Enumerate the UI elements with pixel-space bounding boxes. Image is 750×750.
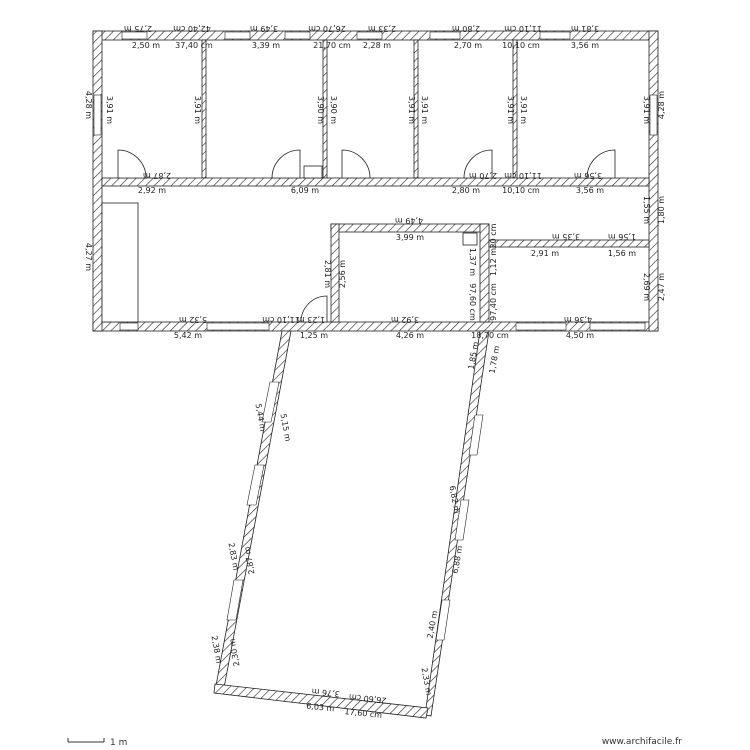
dim-label: 1,12 m xyxy=(489,248,498,276)
dim-label: 17,60 cm xyxy=(344,707,383,720)
dim-label: 21,70 cm xyxy=(313,41,351,50)
dim-label: 3,91 m xyxy=(519,96,528,124)
annex-walls xyxy=(213,330,490,719)
windows xyxy=(93,31,658,331)
dim-label: 2,75 m xyxy=(124,24,152,33)
dim-label: 4,27 m xyxy=(84,243,93,271)
dim-label: 2,80 m xyxy=(452,24,480,33)
dim-label: 11,10 cm xyxy=(262,315,300,324)
brand-watermark: www.archifacile.fr xyxy=(602,737,682,747)
counter-rect xyxy=(101,202,139,323)
chimney-rect xyxy=(303,165,323,179)
dim-label: 3,91 m xyxy=(193,96,202,124)
dim-label: 2,80 m xyxy=(452,186,480,195)
dim-label: 4,28 m xyxy=(657,91,666,119)
dim-label: 4,50 m xyxy=(566,331,594,340)
scale-bar: 1 m xyxy=(67,738,127,748)
dim-label: 4,36 m xyxy=(564,315,592,324)
dim-label: 5,42 m xyxy=(174,331,202,340)
dim-label: 97,40 cm xyxy=(489,283,498,321)
dimension-labels: 2,75 m 42,40 cm 3,49 m 26,70 cm 2,33 m 2… xyxy=(84,24,666,720)
dim-label: 26,60 cm xyxy=(348,692,387,705)
dim-label: 3,90 m xyxy=(329,96,338,124)
interior-walls xyxy=(101,39,650,323)
dim-label: 2,50 m xyxy=(132,41,160,50)
dim-label: 4,26 m xyxy=(396,331,424,340)
dim-label: 37,40 cm xyxy=(175,41,213,50)
dim-label: 1,80 m xyxy=(657,196,666,224)
dim-label: 42,40 cm xyxy=(173,24,211,33)
dim-label: 2,33 m xyxy=(368,24,396,33)
dim-label: 20 cm xyxy=(489,223,498,248)
dim-label: 18,70 cm xyxy=(471,331,509,340)
dim-label: 1,37 m xyxy=(468,248,477,276)
dim-label: 3,99 m xyxy=(396,233,424,242)
dim-label: 3,49 m xyxy=(250,24,278,33)
dim-label: 3,91 m xyxy=(407,96,416,124)
dim-label: 2,28 m xyxy=(363,41,391,50)
dim-label: 2,56 m xyxy=(338,260,347,288)
dim-label: 3,76 m xyxy=(311,687,340,699)
dim-label: 6,03 m xyxy=(306,702,335,714)
dim-label: 2,30 m xyxy=(228,638,242,667)
dim-label: 5,32 m xyxy=(179,315,207,324)
dim-label: 3,91 m xyxy=(506,96,515,124)
dim-label: 3,56 m xyxy=(576,186,604,195)
dim-label: 2,92 m xyxy=(138,186,166,195)
dim-label: 2,83 m xyxy=(227,542,241,571)
dim-label: 3,81 m xyxy=(571,24,599,33)
dim-label: 10,10 cm xyxy=(502,41,540,50)
dim-label: 3,39 m xyxy=(252,41,280,50)
scale-label: 1 m xyxy=(110,738,127,748)
dim-label: 1,25 m xyxy=(300,331,328,340)
dim-label: 2,70 m xyxy=(469,171,497,180)
dim-label: 3,56 m xyxy=(574,171,602,180)
dim-label: 2,69 m xyxy=(642,273,651,301)
dim-label: 2,87 m xyxy=(143,171,171,180)
dim-label: 3,56 m xyxy=(571,41,599,50)
dim-label: 1,78 m xyxy=(488,345,502,374)
dim-label: 2,81 m xyxy=(323,260,332,288)
dim-label: 11,10 cm xyxy=(504,24,542,33)
dim-label: 5,15 m xyxy=(279,413,293,442)
dim-label: 3,92 m xyxy=(391,315,419,324)
doors xyxy=(117,149,616,323)
dim-label: 2,91 m xyxy=(531,249,559,258)
dim-label: 2,47 m xyxy=(657,273,666,301)
dim-label: 4,28 m xyxy=(84,91,93,119)
dim-label: 1,56 m xyxy=(608,249,636,258)
dim-label: 1,56 m xyxy=(608,232,636,241)
dim-label: 3,91 m xyxy=(642,96,651,124)
dim-label: 3,91 m xyxy=(105,96,114,124)
dim-label: 1,23 m xyxy=(297,315,325,324)
dim-label: 6,09 m xyxy=(291,186,319,195)
dim-label: 2,70 m xyxy=(454,41,482,50)
dim-label: 3,91 m xyxy=(420,96,429,124)
annex-windows xyxy=(226,381,484,641)
dim-label: 10,10 cm xyxy=(502,186,540,195)
dim-label: 97,60 cm xyxy=(468,283,477,321)
dim-label: 3,90 m xyxy=(316,96,325,124)
duct-rect xyxy=(462,232,478,246)
dim-label: 3,35 m xyxy=(552,232,580,241)
dim-label: 26,70 cm xyxy=(308,24,346,33)
dim-label: 2,38 m xyxy=(210,635,224,664)
dim-label: 4,49 m xyxy=(395,216,423,225)
dim-label: 1,55 m xyxy=(642,196,651,224)
dim-label: 11,10 cm xyxy=(504,171,542,180)
